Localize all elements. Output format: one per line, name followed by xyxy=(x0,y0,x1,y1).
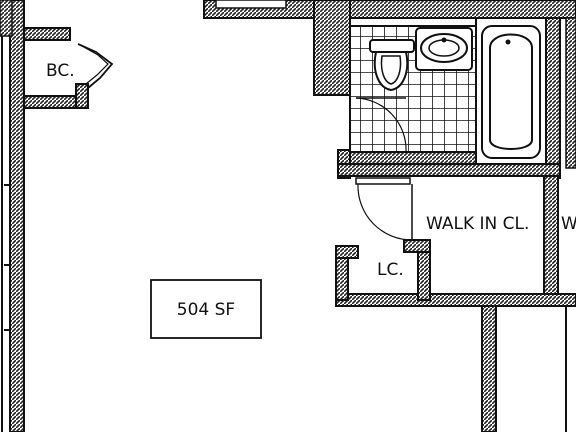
lc-closet-walls xyxy=(335,239,431,301)
right-edge-wall xyxy=(565,17,576,169)
left-exterior-wall xyxy=(0,0,25,432)
bc-closet-label: BC. xyxy=(46,61,75,81)
bc-closet-bifold-door xyxy=(77,43,114,89)
sink-fixture xyxy=(415,27,473,71)
edge-label: W xyxy=(561,214,576,234)
walk-in-closet-label: WALK IN CL. xyxy=(426,214,529,234)
area-box xyxy=(150,279,262,339)
lc-closet-label: LC. xyxy=(377,260,404,280)
top-walls xyxy=(203,0,576,96)
toilet-fixture xyxy=(369,39,415,92)
walk-in-closet-walls xyxy=(335,163,576,307)
walk-in-closet-door-swing xyxy=(357,183,413,241)
bathroom-door-swing xyxy=(355,97,407,153)
area-label: 504 SF xyxy=(177,300,235,320)
bathtub-fixture xyxy=(481,25,541,159)
lower-corridor-walls xyxy=(481,305,567,432)
bc-closet-walls xyxy=(23,27,89,109)
